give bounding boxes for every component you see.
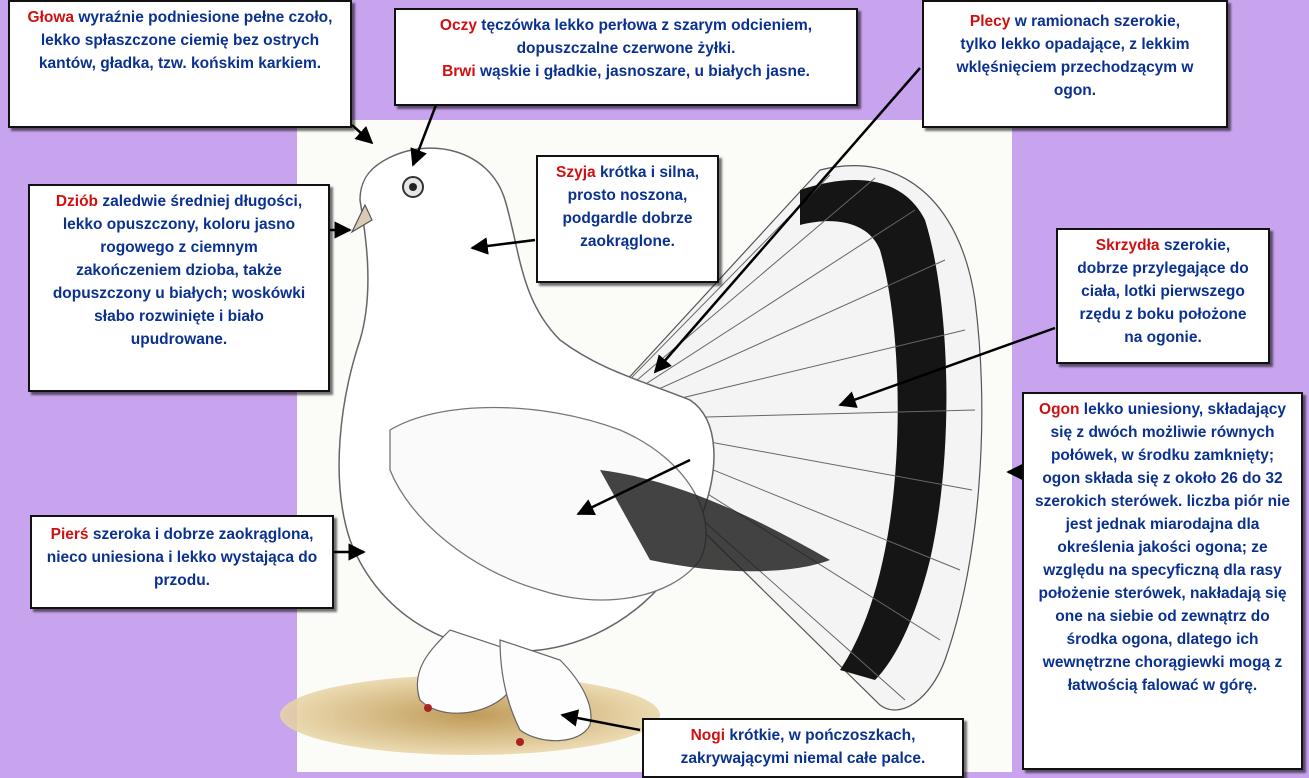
term-brwi: Brwi (442, 63, 476, 80)
label-glowa: Głowa wyraźnie podniesione pełne czoło, … (8, 0, 352, 128)
label-piers: Pierś szeroka i dobrze zaokrąglona, niec… (30, 515, 334, 609)
label-szyja: Szyja krótka i silna, prosto noszona, po… (536, 155, 719, 283)
term-glowa: Głowa (28, 9, 75, 26)
text-dziob: zaledwie średniej długości, lekko opuszc… (53, 193, 305, 348)
term-dziob: Dziób (56, 193, 98, 210)
term-plecy: Plecy (970, 13, 1011, 30)
term-ogon: Ogon (1039, 401, 1079, 418)
term-oczy: Oczy (440, 17, 477, 34)
label-plecy: Plecy w ramionach szerokie, tylko lekko … (922, 0, 1228, 128)
term-skrzydla: Skrzydła (1096, 237, 1160, 254)
term-piers: Pierś (51, 526, 89, 543)
text-brwi: wąskie i gładkie, jasnoszare, u białych … (480, 63, 810, 80)
label-ogon: Ogon lekko uniesiony, składający się z d… (1022, 392, 1303, 770)
label-skrzydla: Skrzydła szerokie, dobrze przylegające d… (1056, 228, 1270, 364)
text-glowa: wyraźnie podniesione pełne czoło, lekko … (39, 9, 333, 72)
label-oczy: Oczy tęczówka lekko perłowa z szarym odc… (394, 8, 858, 106)
term-szyja: Szyja (556, 164, 596, 181)
term-nogi: Nogi (691, 727, 725, 744)
text-oczy: tęczówka lekko perłowa z szarym odcienie… (481, 17, 812, 57)
label-nogi: Nogi krótkie, w pończoszkach, zakrywając… (642, 718, 964, 778)
arrow-glowa (352, 125, 372, 143)
text-ogon: lekko uniesiony, składający się z dwóch … (1035, 401, 1290, 694)
label-dziob: Dziób zaledwie średniej długości, lekko … (28, 184, 330, 392)
